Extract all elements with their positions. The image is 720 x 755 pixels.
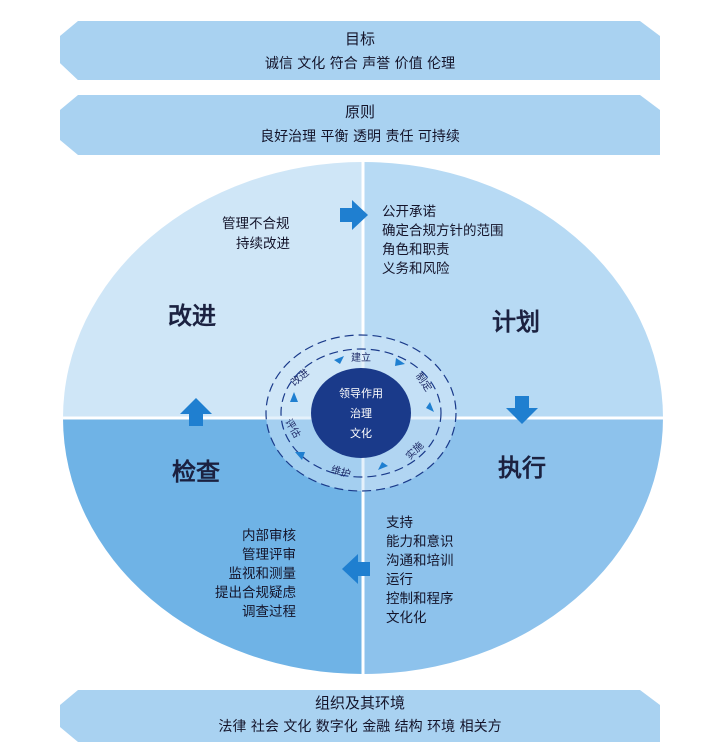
check-item: 监视和测量 [229,566,297,582]
check-list: 内部审核 管理评审 监视和测量 提出合规疑虑 调查过程 [215,528,296,620]
do-item: 运行 [386,572,413,588]
cycle-arrow-icon [290,392,298,402]
check-item: 管理评审 [242,547,296,563]
check-item: 提出合规疑虑 [215,585,296,601]
cycle-label-establish: 建立 [351,351,371,364]
principles-items: 良好治理 平衡 透明 责任 可持续 [260,128,460,145]
context-items: 法律 社会 文化 数字化 金融 结构 环境 相关方 [218,719,501,735]
cycle-arrow-icon [334,356,344,364]
context-band: 组织及其环境 法律 社会 文化 数字化 金融 结构 环境 相关方 [60,690,660,742]
arrow-down-icon [506,396,538,424]
arrow-left-icon [342,554,370,584]
core-leadership: 领导作用 [339,387,383,400]
improve-item: 持续改进 [236,236,290,252]
do-title: 执行 [498,454,546,482]
check-item: 调查过程 [242,604,296,620]
objectives-items: 诚信 文化 符合 声誉 价值 伦理 [265,56,455,72]
objectives-band: 目标 诚信 文化 符合 声誉 价值 伦理 [60,21,660,80]
cycle-arrow-icon [395,358,405,366]
cycle-arrow-icon [426,402,434,412]
check-title: 检查 [172,458,220,486]
core-circle [311,368,411,458]
improve-list: 管理不合规 持续改进 [222,216,290,252]
plan-item: 确定合规方针的范围 [382,223,504,239]
plan-title: 计划 [492,308,540,336]
do-item: 控制和程序 [386,591,454,607]
plan-item: 公开承诺 [382,204,436,220]
inner-cycle: 建立 制定 实施 维护 评估 改进 领导作用 治理 文化 [265,334,457,492]
core-culture: 文化 [350,426,372,440]
arrow-up-icon [180,398,212,426]
context-title: 组织及其环境 [315,694,405,712]
improve-item: 管理不合规 [222,216,290,232]
improve-title: 改进 [168,302,216,330]
cycle-arrow-icon [378,462,388,470]
arrow-right-icon [340,200,368,230]
do-item: 能力和意识 [386,533,454,550]
objectives-title: 目标 [345,30,375,48]
plan-item: 义务和风险 [382,261,450,277]
principles-title: 原则 [345,103,375,121]
core-governance: 治理 [350,406,372,420]
plan-list: 公开承诺 确定合规方针的范围 角色和职责 义务和风险 [382,204,504,277]
do-item: 沟通和培训 [386,553,454,569]
plan-item: 角色和职责 [382,241,450,258]
do-item: 支持 [386,515,413,531]
do-list: 支持 能力和意识 沟通和培训 运行 控制和程序 文化化 [386,515,454,626]
principles-band: 原则 良好治理 平衡 透明 责任 可持续 [60,95,660,155]
inner-dashed-ring [280,348,442,478]
do-item: 文化化 [386,610,427,626]
check-item: 内部审核 [242,528,296,544]
cycle-arrow-icon [295,452,305,460]
